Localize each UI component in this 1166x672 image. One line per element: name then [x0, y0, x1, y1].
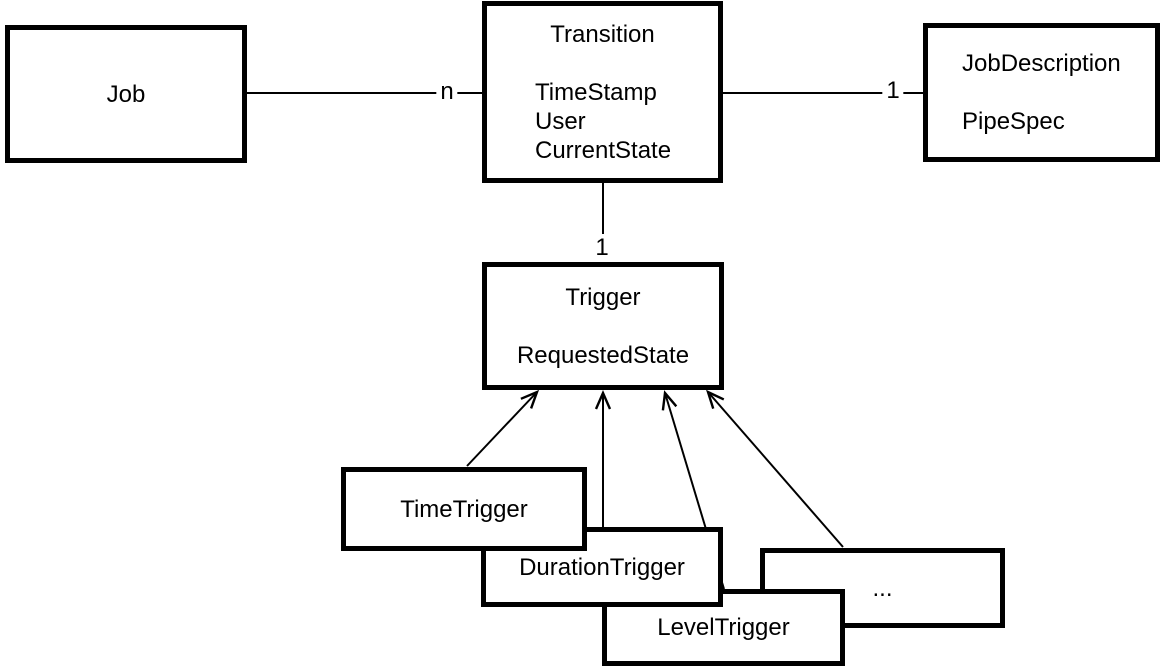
- attribute-timestamp: TimeStamp: [535, 78, 657, 106]
- class-box-job: Job: [5, 25, 247, 163]
- class-box-trigger: Trigger RequestedState: [482, 262, 724, 390]
- arrow-timetrigger-trigger: [466, 389, 540, 467]
- class-title-job: Job: [106, 80, 146, 108]
- spacer-line: [487, 312, 719, 341]
- class-title-leveltrigger: LevelTrigger: [657, 614, 790, 641]
- class-title-more-triggers: ...: [872, 574, 893, 602]
- attribute-currentstate: CurrentState: [535, 136, 672, 164]
- class-title-transition: Transition: [550, 20, 655, 48]
- class-title-trigger: Trigger: [565, 283, 641, 311]
- multiplicity-label-1-trigger: 1: [591, 234, 613, 262]
- class-box-timetrigger: TimeTrigger: [341, 467, 587, 551]
- multiplicity-label-n: n: [436, 78, 458, 106]
- arrow-moretriggers-trigger: [706, 389, 844, 548]
- spacer-line: [928, 78, 1155, 107]
- multiplicity-label-1-jobdescription: 1: [882, 77, 904, 105]
- class-title-timetrigger: TimeTrigger: [400, 495, 528, 523]
- attribute-requestedstate: RequestedState: [516, 341, 690, 369]
- spacer-line: [487, 49, 718, 78]
- class-title-jobdescription: JobDescription: [962, 50, 1121, 77]
- class-title-durationtrigger: DurationTrigger: [519, 553, 685, 581]
- attribute-pipespec: PipeSpec: [962, 108, 1065, 135]
- attribute-user: User: [535, 107, 586, 135]
- class-box-jobdescription: JobDescription PipeSpec: [923, 23, 1160, 162]
- class-box-transition: Transition TimeStamp User CurrentState: [482, 1, 723, 183]
